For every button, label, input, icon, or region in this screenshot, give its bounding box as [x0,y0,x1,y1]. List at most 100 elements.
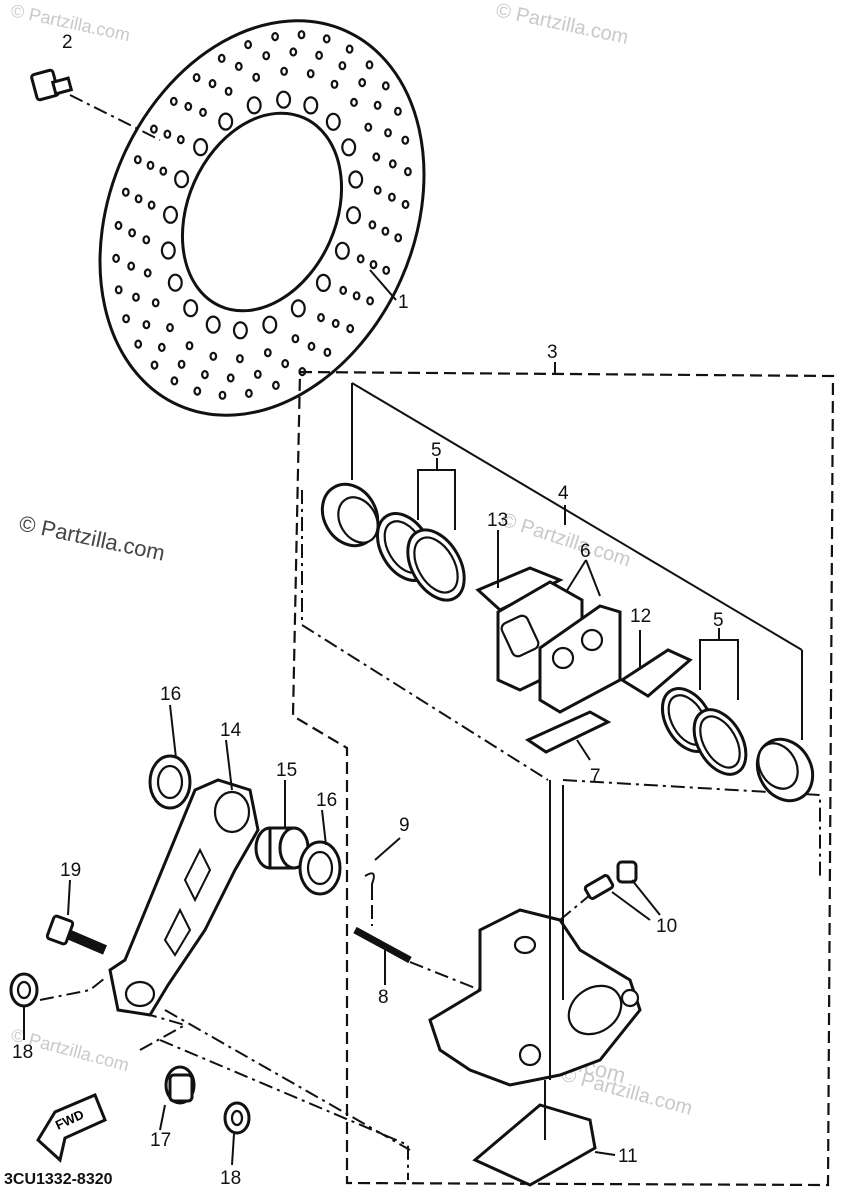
brake-disc [98,19,426,417]
torque-arm-bearing [254,780,310,870]
disc-vent-hole [218,390,227,400]
disc-vent-hole [185,341,194,351]
disc-vent-hole [290,299,306,318]
disc-vent-hole [142,235,151,245]
disc-bolt [30,68,161,141]
oil-seal-lower [298,809,342,896]
disc-vent-hole [262,315,278,334]
disc-vent-hole [234,61,243,72]
disc-vent-hole [334,241,350,260]
disc-vent-hole [157,342,166,352]
disc-vent-hole [346,206,362,225]
pad-shim-12 [619,630,693,698]
disc-vent-hole [272,380,280,390]
washer-right [223,1101,251,1166]
disc-vent-hole [134,339,143,349]
disc-vent-hole [209,351,218,361]
disc-vent-hole [289,47,298,57]
callout-12: 12 [630,606,651,627]
callout-7: 7 [590,766,601,787]
brake-pads [496,559,622,714]
disc-vent-hole [174,170,190,189]
callout-9: 9 [399,815,410,836]
disc-vent-hole [122,314,130,324]
piston-left [320,482,380,548]
disc-vent-hole [341,138,357,157]
disc-vent-hole [325,112,341,131]
disc-vent-hole [133,155,142,165]
callout-10: 10 [656,916,677,937]
disc-vent-hole [322,34,331,44]
disc-vent-hole [401,135,410,145]
disc-vent-hole [291,334,300,344]
assembly-leader-lines [301,382,821,880]
disc-vent-hole [232,321,248,340]
disc-vent-hole [280,66,289,76]
disc-vent-hole [317,313,325,323]
pin-clip [364,837,401,926]
disc-vent-hole [263,348,272,358]
disc-vent-hole [147,200,156,210]
callout-18-left: 18 [12,1042,33,1063]
disc-vent-hole [271,31,280,42]
disc-vent-hole [205,315,221,334]
callout-1: 1 [398,292,409,313]
disc-vent-hole [149,124,158,134]
disc-vent-hole [356,254,365,264]
disc-vent-hole [303,96,319,115]
disc-vent-hole [373,100,382,110]
caliper-assembly-boundary [291,370,835,1187]
disc-vent-hole [323,347,332,357]
disc-vent-hole [368,220,377,230]
oil-seal-upper [148,704,192,810]
callout-18-right: 18 [220,1168,241,1189]
disc-vent-hole [217,53,226,64]
disc-vent-hole [170,376,179,386]
callout-16-upper: 16 [160,684,181,705]
disc-vent-hole [381,226,390,236]
disc-vent-hole [352,291,361,301]
torque-arm-bolt [45,879,107,955]
forward-direction-arrow: FWD [36,1093,107,1163]
disc-vent-hole [307,341,316,351]
disc-vent-hole [315,50,324,61]
disc-vent-hole [384,128,392,138]
disc-vent-hole [315,273,331,292]
disc-vent-hole [366,296,375,306]
torque-arm [108,739,260,1017]
diagram-code: 3CU1332-8320 [4,1171,113,1188]
torque-arm-collar [139,1014,409,1180]
disc-vent-hole [159,166,168,176]
disc-vent-holes [112,30,412,400]
disc-vent-hole [151,298,160,308]
disc-vent-hole [348,170,364,189]
disc-vent-hole [121,187,130,197]
disc-vent-hole [150,360,159,370]
disc-vent-hole [276,90,292,109]
callout-8: 8 [378,987,389,1008]
disc-vent-hole [388,192,396,202]
disc-vent-hole [339,285,348,295]
disc-vent-hole [369,260,378,270]
disc-vent-hole [262,51,271,61]
watermark-top-right: © Partzilla.com [494,0,630,49]
disc-vent-hole [167,273,183,292]
disc-vent-hole [226,373,235,383]
disc-vent-hole [338,61,347,71]
disc-vent-hole [193,386,202,396]
disc-vent-hole [373,185,382,195]
callout-13: 13 [487,510,508,531]
piston-seals-left [376,458,466,602]
disc-vent-hole [134,194,143,204]
disc-vent-hole [350,97,358,108]
disc-vent-hole [246,96,262,115]
disc-vent-hole [114,285,123,295]
disc-vent-hole [163,129,172,139]
disc-vent-hole [346,324,355,334]
watermark-bottom-right: © Partzilla.com [559,1064,695,1120]
disc-vent-hole [404,167,412,177]
caliper-cover [472,1080,616,1187]
callout-5-left: 5 [431,440,442,461]
disc-vent-hole [372,152,381,162]
